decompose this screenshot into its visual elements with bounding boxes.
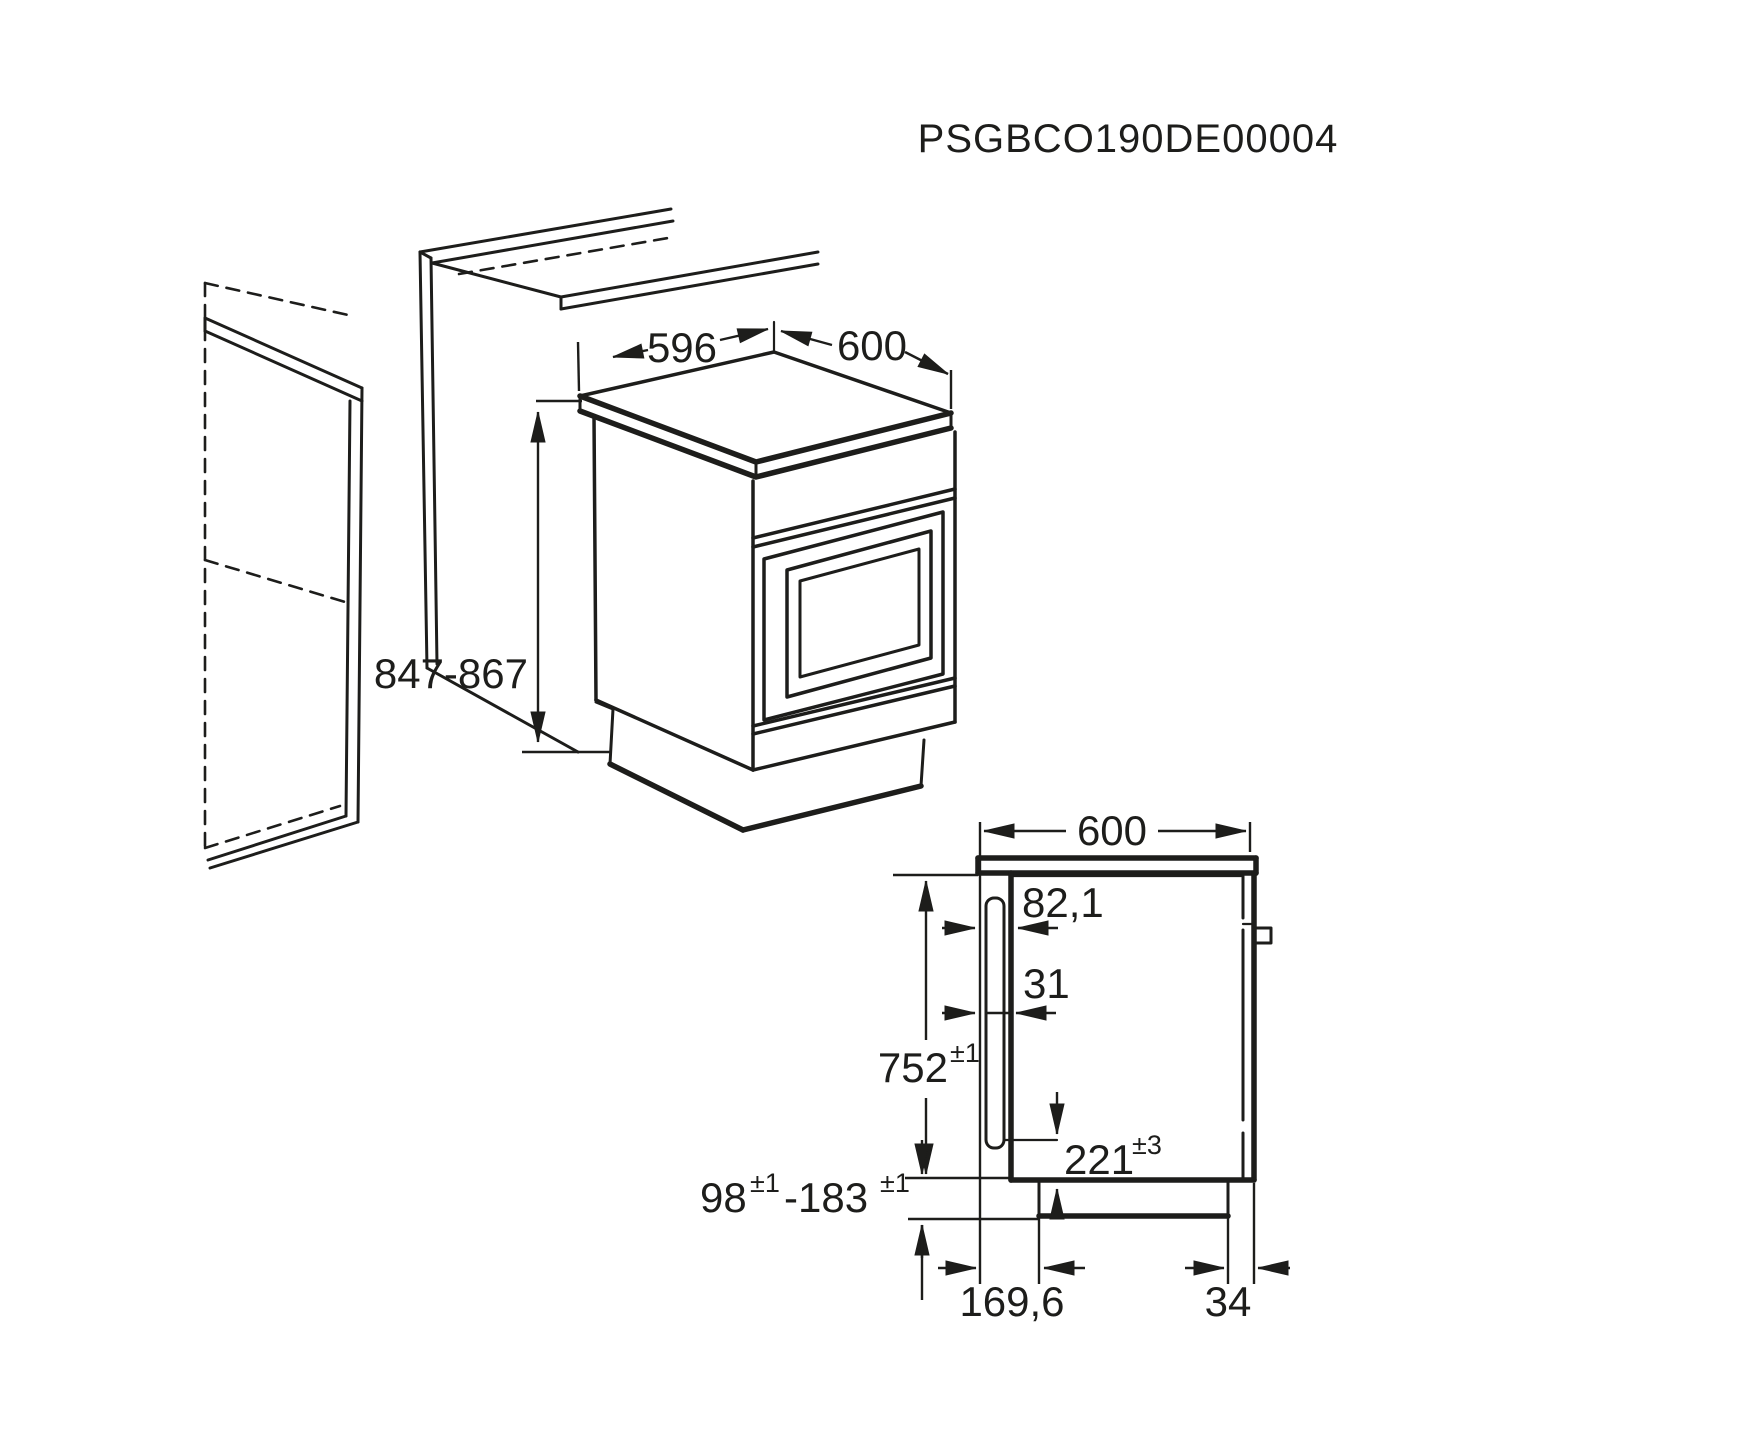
dim-handle-clearance: 82,1 bbox=[942, 879, 1104, 936]
side-cooker-outline bbox=[975, 855, 1273, 1219]
dim-82-1-label: 82,1 bbox=[1022, 879, 1104, 926]
dim-183-tolerance: ±1 bbox=[880, 1168, 910, 1198]
wall-spacer bbox=[1253, 926, 1273, 945]
dim-596-label: 596 bbox=[647, 324, 717, 371]
side-view: 600 82,1 31 752 ±1 bbox=[700, 807, 1290, 1325]
control-panel-line bbox=[751, 487, 957, 540]
left-cabinet bbox=[203, 281, 364, 870]
dim-169-6-label: 169,6 bbox=[959, 1278, 1064, 1325]
cooktop-slab bbox=[577, 350, 954, 480]
dim-top-depth-iso: 600 bbox=[780, 322, 953, 409]
dim-depth: 600 bbox=[978, 807, 1252, 854]
drawing-code: PSGBCO190DE00004 bbox=[918, 117, 1339, 161]
dim-752-label: 752 bbox=[878, 1044, 948, 1091]
door-handle-profile bbox=[984, 896, 1006, 1150]
dim-rear-recess: 34 bbox=[1185, 1260, 1290, 1325]
cooker-body bbox=[592, 414, 957, 772]
dim-183-label: -183 bbox=[784, 1174, 868, 1221]
side-plinth bbox=[1036, 1181, 1231, 1219]
dim-98-tolerance: ±1 bbox=[750, 1168, 780, 1198]
oven-door bbox=[762, 510, 945, 722]
dim-600-iso-label: 600 bbox=[837, 322, 907, 369]
cooker-plinth bbox=[594, 700, 926, 833]
dim-handle-depth: 31 bbox=[942, 960, 1070, 1021]
right-cabinet bbox=[418, 207, 820, 754]
cooker-isometric bbox=[577, 320, 957, 833]
dim-body-height: 752 ±1 bbox=[878, 873, 1009, 1180]
dim-221-label: 221 bbox=[1064, 1136, 1134, 1183]
dim-front-recess: 169,6 bbox=[938, 1260, 1085, 1325]
dim-bottom-gap: 221 ±3 bbox=[1049, 1092, 1162, 1220]
dim-847-867-label: 847-867 bbox=[374, 650, 528, 697]
isometric-view: 596 600 847-867 bbox=[203, 207, 957, 870]
oven-door-window bbox=[785, 529, 933, 699]
dim-height-range: 847-867 bbox=[374, 399, 610, 754]
dim-plinth-range: 98 ±1 -183 ±1 bbox=[700, 1140, 1039, 1300]
dim-top-width: 596 bbox=[576, 324, 769, 392]
dim-98-label: 98 bbox=[700, 1174, 747, 1221]
dim-752-tolerance: ±1 bbox=[950, 1038, 980, 1068]
dim-31-label: 31 bbox=[1023, 960, 1070, 1007]
dim-34-label: 34 bbox=[1205, 1278, 1252, 1325]
dim-600-side-label: 600 bbox=[1077, 807, 1147, 854]
dim-221-tolerance: ±3 bbox=[1132, 1130, 1162, 1160]
